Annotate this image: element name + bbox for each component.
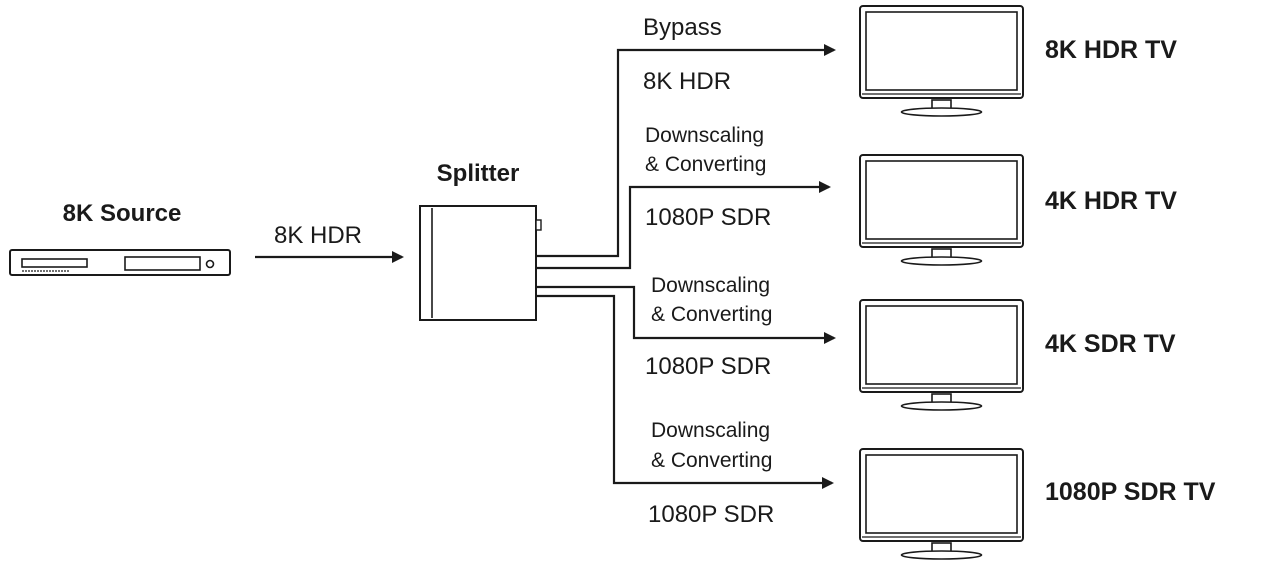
output-3-mode-line1: Downscaling [651, 274, 770, 297]
output-4-mode-line2: & Converting [651, 449, 772, 472]
tv-2-label: 4K HDR TV [1045, 187, 1177, 215]
source-signal-label: 8K HDR [274, 222, 362, 249]
splitter-label: Splitter [437, 160, 520, 187]
tv-2 [859, 154, 1024, 266]
output-3-signal: 1080P SDR [645, 353, 771, 380]
output-line-3 [536, 285, 836, 344]
output-4-signal: 1080P SDR [648, 501, 774, 528]
output-line-1 [536, 44, 836, 258]
source-device [9, 249, 231, 276]
tv-3 [859, 299, 1024, 411]
output-1-signal: 8K HDR [643, 68, 731, 95]
output-2-signal: 1080P SDR [645, 204, 771, 231]
output-2-mode-line2: & Converting [645, 153, 766, 176]
output-4-mode-line1: Downscaling [651, 419, 770, 442]
output-line-2 [536, 181, 831, 270]
tv-1-label: 8K HDR TV [1045, 36, 1177, 64]
tv-4 [859, 448, 1024, 560]
output-2-mode-line1: Downscaling [645, 124, 764, 147]
output-line-4 [536, 294, 834, 489]
tv-4-label: 1080P SDR TV [1045, 478, 1216, 506]
splitter-device [419, 205, 542, 321]
output-1-mode: Bypass [643, 14, 722, 41]
source-label: 8K Source [63, 200, 182, 227]
tv-3-label: 4K SDR TV [1045, 330, 1176, 358]
output-3-mode-line2: & Converting [651, 303, 772, 326]
tv-1 [859, 5, 1024, 117]
